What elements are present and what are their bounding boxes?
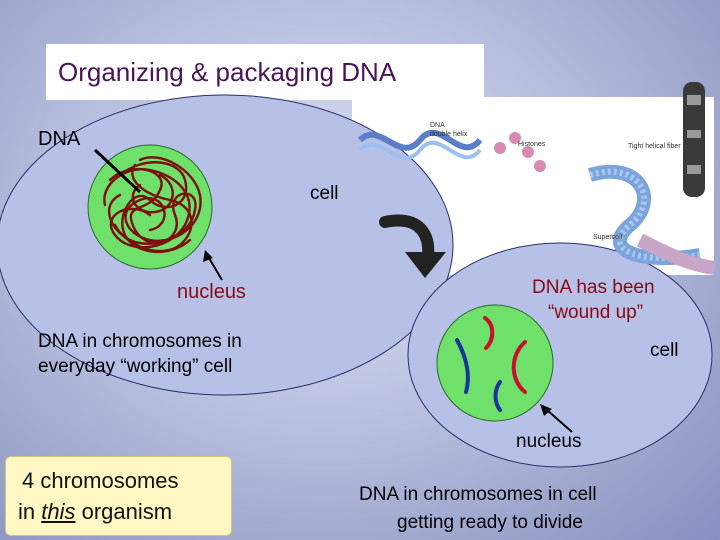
left-nucleus-arrowhead [203,250,213,262]
right-nucleus-pointer [546,409,573,433]
packing-illustration [357,82,716,275]
left-nucleus-pointer [208,257,223,281]
right-caption-line1: DNA in chromosomes in cell [359,484,597,505]
chromosome-blue-1 [455,338,470,394]
dna-tangle [103,156,202,253]
right-nucleus-label: nucleus [516,431,582,452]
chromosome-count-line2: in this organism [18,499,172,525]
line2-suffix: organism [75,499,173,524]
ref-dna-label: DNA [430,122,445,129]
chromosome-count-box [5,456,232,536]
line2-prefix: in [18,499,42,524]
status-line2: “wound up” [548,302,644,323]
ref-double-helix-label: double helix [430,131,468,138]
right-caption-line2: getting ready to divide [397,512,583,533]
right-nucleus-arrowhead [540,404,552,416]
ref-histones-label: Histones [518,141,546,148]
transition-arrowhead [405,252,446,278]
page-title: Organizing & packaging DNA [58,57,397,87]
chromosome-red-2 [511,340,527,394]
chromosome-count-line1: 4 chromosomes [22,468,179,493]
chromosomes [455,316,527,412]
title-banner [46,44,484,100]
ref-supercoil-label: Supercoil [593,234,623,241]
chromosome-red-1 [483,316,495,350]
left-nucleus-label: nucleus [177,281,246,303]
left-caption-line2: everyday “working” cell [38,356,233,377]
left-caption-line1: DNA in chromosomes in [38,331,242,352]
ref-fiber-label: Tight helical fiber [628,143,681,150]
line2-emphasis: this [41,499,76,524]
left-cell-label: cell [310,183,339,204]
right-cell-label: cell [650,340,679,361]
dna-label: DNA [38,128,81,150]
status-line1: DNA has been [532,277,655,298]
transition-arrow [379,214,435,262]
chromosome-blue-2 [493,380,502,412]
dna-pointer [93,148,142,194]
